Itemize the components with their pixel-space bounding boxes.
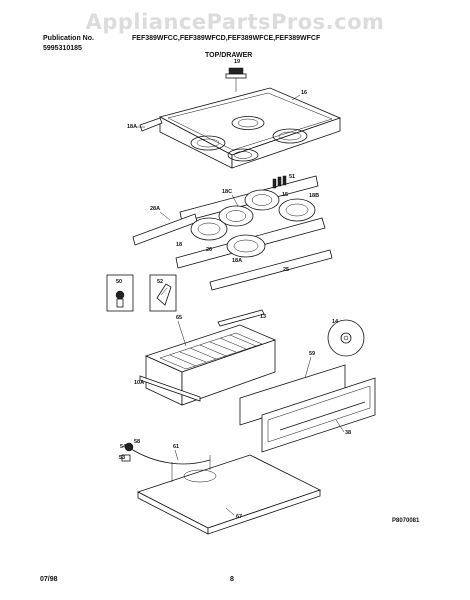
publication-number: 5995310185 xyxy=(43,45,82,52)
callout-58: 58 xyxy=(134,439,140,445)
callout-59: 59 xyxy=(309,351,315,357)
inset-parts xyxy=(106,274,177,312)
callout-28a: 28A xyxy=(150,206,160,212)
callout-61: 61 xyxy=(173,444,179,450)
callout-18a-top: 18A xyxy=(127,124,137,130)
callout-51: 51 xyxy=(289,174,295,180)
callout-50: 50 xyxy=(116,279,122,285)
section-title: TOP/DRAWER xyxy=(205,52,253,59)
cooktop-assembly xyxy=(139,67,342,169)
callout-54: 54 xyxy=(120,444,127,450)
callout-18: 18 xyxy=(176,242,182,248)
callout-52: 52 xyxy=(157,279,163,285)
callout-67: 67 xyxy=(236,514,242,520)
callout-18c: 18C xyxy=(222,189,232,195)
callout-16: 16 xyxy=(301,90,307,96)
drawer-body-assembly xyxy=(139,309,277,406)
figure-reference: P8070081 xyxy=(392,518,420,524)
callouts: 19 16 18A 51 18C 15 18B 28A 18 26 18A 25… xyxy=(116,59,351,520)
page-number: 8 xyxy=(230,576,234,583)
element-ring-assembly xyxy=(132,175,333,291)
callout-13: 13 xyxy=(260,314,266,320)
callout-25: 25 xyxy=(283,267,289,273)
callout-18b: 18B xyxy=(309,193,319,199)
callout-10a: 10A xyxy=(134,380,144,386)
drawer-front-assembly xyxy=(239,319,376,453)
drawer-pan-assembly xyxy=(121,442,322,535)
publication-label: Publication No. xyxy=(43,35,94,42)
model-numbers: FEF389WFCC,FEF389WFCD,FEF389WFCE,FEF389W… xyxy=(132,35,321,42)
callout-65: 65 xyxy=(176,315,182,321)
callout-26: 26 xyxy=(206,247,212,253)
callout-15: 15 xyxy=(282,192,288,198)
callout-14: 14 xyxy=(332,319,339,325)
watermark: AppliancePartsPros.com xyxy=(85,10,385,34)
footer-date: 07/98 xyxy=(40,576,58,583)
callout-19: 19 xyxy=(234,59,240,65)
callout-53: 53 xyxy=(119,455,125,461)
callout-18a-mid: 18A xyxy=(232,258,242,264)
callout-38: 38 xyxy=(345,430,351,436)
